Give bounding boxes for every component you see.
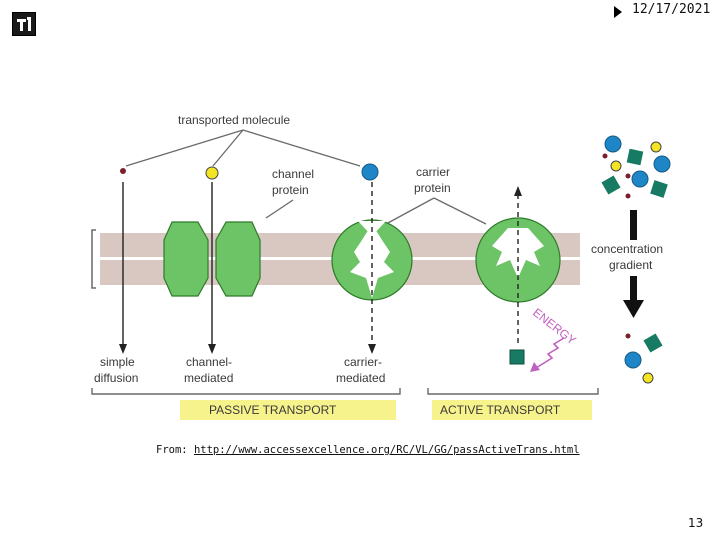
carrier-mediated-label-line-1: carrier- <box>344 355 382 369</box>
play-triangle-icon <box>614 6 622 18</box>
carrier-protein-pointers <box>385 197 487 225</box>
carrier-protein-label-line-1: carrier <box>416 165 450 179</box>
energy-label: ENERGY <box>530 305 579 347</box>
active-bracket <box>427 388 599 395</box>
active-transport-band <box>432 400 592 420</box>
slide-logo-icon <box>12 12 36 36</box>
passive-bracket <box>91 388 401 395</box>
active-transport-arrowhead <box>514 186 522 196</box>
low-concentration-cluster <box>624 333 663 384</box>
energy-arrowhead <box>530 362 540 372</box>
transport-diagram: lipid bilayer transported molecule chann… <box>41 100 718 434</box>
blue-molecule <box>361 163 379 181</box>
carrier-protein-label-line-2: protein <box>414 181 451 195</box>
page-number: 13 <box>688 516 704 530</box>
gradient-arrow-shaft-top <box>630 210 637 240</box>
channel-mediated-label-line-1: channel- <box>186 355 232 369</box>
passive-transport-band <box>180 400 396 420</box>
carrier-mediated-arrowhead <box>368 344 376 354</box>
transported-molecule-label: transported molecule <box>178 113 290 127</box>
simple-diffusion-label-line-2: diffusion <box>94 371 138 385</box>
pointer-lines <box>125 129 361 167</box>
channel-protein-label-line-1: channel <box>272 167 314 181</box>
gradient-arrowhead <box>623 300 644 318</box>
channel-mediated-label-line-2: mediated <box>184 371 233 385</box>
high-concentration-cluster <box>601 135 671 199</box>
energy-arrow <box>535 337 565 369</box>
gradient-label-line-2: gradient <box>609 258 653 272</box>
simple-diffusion-arrowhead <box>119 344 127 354</box>
channel-protein <box>163 221 261 297</box>
gradient-label-line-1: concentration <box>591 242 663 256</box>
small-molecule-dot <box>120 168 126 174</box>
active-molecule-teal <box>509 349 525 365</box>
caption-prefix: From: <box>156 444 194 456</box>
channel-mediated-arrowhead <box>208 344 216 354</box>
channel-protein-pointer <box>265 199 294 219</box>
passive-transport-label: PASSIVE TRANSPORT <box>209 403 337 417</box>
lipid-bracket <box>91 229 96 289</box>
gradient-arrow-shaft-bottom <box>630 276 637 302</box>
source-link[interactable]: http://www.accessexcellence.org/RC/VL/GG… <box>193 444 580 456</box>
yellow-molecule <box>205 166 219 180</box>
active-transport-label: ACTIVE TRANSPORT <box>440 403 561 417</box>
source-caption: From: http://www.accessexcellence.org/RC… <box>156 444 580 456</box>
simple-diffusion-label-line-1: simple <box>100 355 135 369</box>
slide-date: 12/17/2021 <box>632 2 711 17</box>
channel-protein-label-line-2: protein <box>272 183 309 197</box>
carrier-mediated-label-line-2: mediated <box>336 371 385 385</box>
